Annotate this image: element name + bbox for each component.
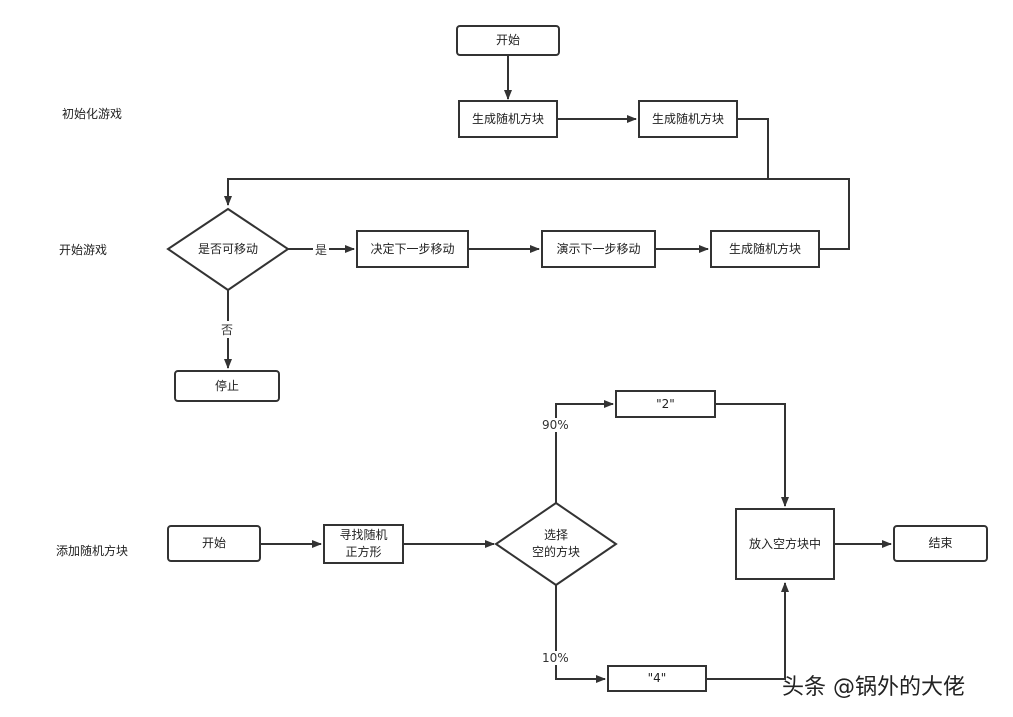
node-value-4: "4" — [607, 665, 707, 692]
edge-choose-val4 — [555, 585, 606, 683]
node-generate-random-block-3: 生成随机方块 — [710, 230, 820, 268]
lane-label-play: 开始游戏 — [59, 243, 108, 257]
edge-gen-loop-back — [768, 178, 850, 250]
edge-choose-val2 — [555, 400, 614, 503]
edge-val2-place — [716, 403, 789, 507]
node-find-random-square: 寻找随机 正方形 — [323, 524, 404, 564]
node-animate-next-move: 演示下一步移动 — [541, 230, 656, 268]
node-end: 结束 — [893, 525, 988, 562]
node-decide-next-move: 决定下一步移动 — [356, 230, 469, 268]
edge-label-10: 10% — [540, 651, 571, 665]
decision-can-move-label: 是否可移动 — [197, 242, 258, 256]
edge-label-90: 90% — [540, 418, 571, 432]
decision-choose-empty-label: 选择 空的方块 — [512, 527, 600, 561]
node-start: 开始 — [456, 25, 560, 56]
edge-label-no: 否 — [219, 321, 236, 338]
choose-line-1: 选择 — [543, 528, 568, 542]
decision-can-move — [166, 207, 290, 292]
find-line-2: 正方形 — [345, 545, 382, 559]
node-generate-random-block-1: 生成随机方块 — [458, 100, 558, 138]
lane-label-init: 初始化游戏 — [62, 107, 123, 121]
find-line-1: 寻找随机 — [339, 528, 388, 542]
node-generate-random-block-2: 生成随机方块 — [638, 100, 738, 138]
lane-label-add: 添加随机方块 — [56, 544, 129, 558]
decision-choose-empty — [494, 501, 618, 587]
node-value-2: "2" — [615, 390, 716, 418]
node-stop: 停止 — [174, 370, 280, 402]
watermark-text: 头条 @锅外的大佬 — [782, 675, 965, 700]
edge-label-yes: 是 — [313, 241, 330, 258]
choose-line-2: 空的方块 — [531, 545, 580, 559]
edge-val4-place — [707, 582, 789, 680]
node-place-in-empty: 放入空方块中 — [735, 508, 835, 580]
node-add-start: 开始 — [167, 525, 261, 562]
